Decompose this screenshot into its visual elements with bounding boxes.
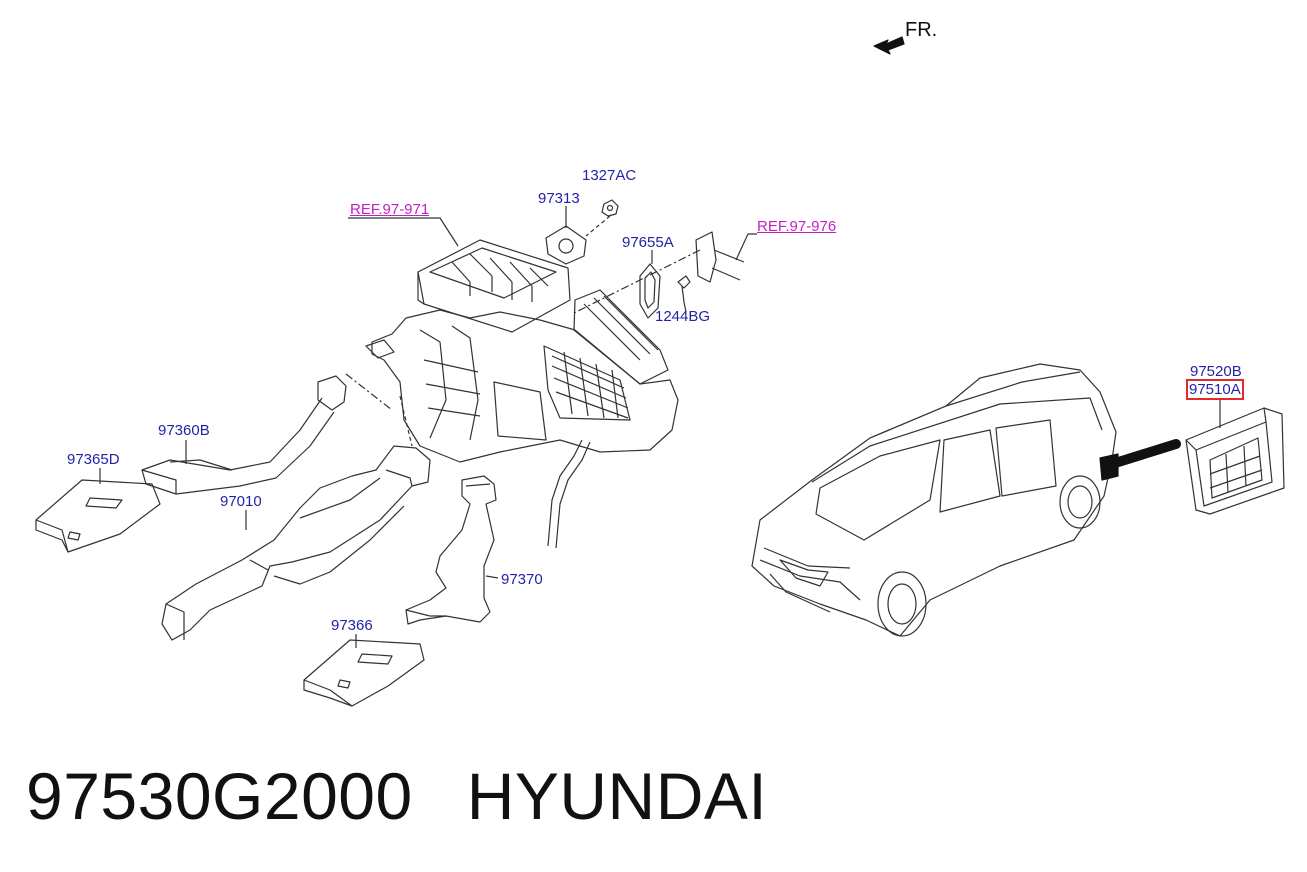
part-label-97520b[interactable]: 97520B: [1190, 363, 1242, 380]
bolt-1244bg-drawing: [677, 275, 691, 303]
front-direction-label: FR.: [905, 19, 938, 41]
part-label-97655a[interactable]: 97655A: [622, 234, 674, 251]
air-extractor-97510a-drawing: [1185, 407, 1285, 515]
caption-part-number: 97530G2000: [26, 759, 413, 833]
reference-label-97-976[interactable]: REF.97-976: [757, 218, 837, 235]
vehicle-drawing: [751, 363, 1119, 637]
hvac-unit-drawing: [365, 239, 679, 549]
nut-1327ac-drawing: [601, 199, 619, 217]
floor-outlet-97366-drawing: [303, 639, 425, 707]
part-label-97365d[interactable]: 97365D: [67, 451, 120, 468]
part-label-97370[interactable]: 97370: [501, 571, 543, 588]
part-label-97313[interactable]: 97313: [538, 190, 580, 207]
part-label-1327ac[interactable]: 1327AC: [582, 167, 637, 184]
part-label-97510a-highlighted[interactable]: 97510A: [1186, 379, 1244, 400]
part-label-97366[interactable]: 97366: [331, 617, 373, 634]
part-label-1244bg[interactable]: 1244BG: [655, 308, 711, 325]
caption-brand: HYUNDAI: [466, 759, 768, 833]
part-label-97360b[interactable]: 97360B: [158, 422, 210, 439]
seal-97655a-drawing: [639, 263, 661, 319]
reference-label-97-971[interactable]: REF.97-971: [350, 201, 430, 218]
duct-97010-drawing: [161, 445, 431, 641]
duct-97370-drawing: [405, 475, 497, 625]
expansion-valve-drawing: [695, 231, 745, 283]
gasket-97313-drawing: [545, 225, 587, 265]
front-direction-arrow-icon: [873, 36, 905, 55]
callout-arrow-stroke: [1107, 439, 1181, 469]
duct-97360b-drawing: [141, 375, 347, 495]
part-label-97010[interactable]: 97010: [220, 493, 262, 510]
floor-outlet-97365d-drawing: [35, 479, 161, 553]
